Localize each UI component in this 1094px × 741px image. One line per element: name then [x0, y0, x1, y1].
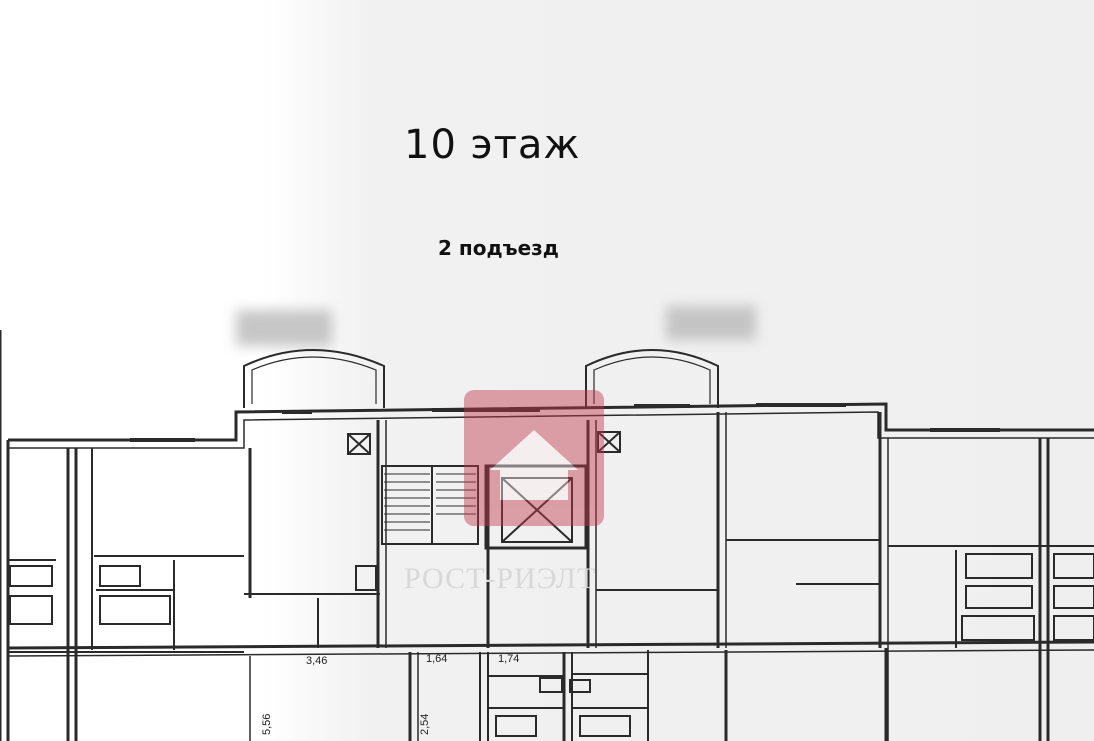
dimension-label: 1,74: [498, 653, 519, 665]
facade-windows: [130, 403, 1000, 442]
bay-window-right: [585, 349, 719, 408]
dimension-label: 1,64: [426, 653, 447, 665]
dimension-label: 3,46: [306, 655, 327, 667]
dimension-label: 5,56: [261, 714, 273, 735]
watermark-text: РОСТ-РИЭЛТ: [404, 562, 596, 595]
stair-core: [381, 465, 479, 545]
entrance-label: 2 подъезд: [438, 236, 559, 260]
right-apartment-walls: [595, 412, 1094, 741]
vent-shafts: [347, 431, 621, 591]
bay-window-left: [243, 349, 385, 408]
watermark-logo: [464, 390, 604, 526]
blurred-label-right: [666, 306, 756, 340]
dimension-label: 2,54: [419, 714, 431, 735]
elevator-shaft: [484, 420, 590, 648]
corridor-walls: [7, 640, 1094, 741]
blurred-label-left: [236, 310, 332, 346]
floor-title: 10 этаж: [404, 122, 581, 168]
outer-wall: [0, 330, 1094, 741]
left-apartment-walls: [8, 420, 387, 741]
